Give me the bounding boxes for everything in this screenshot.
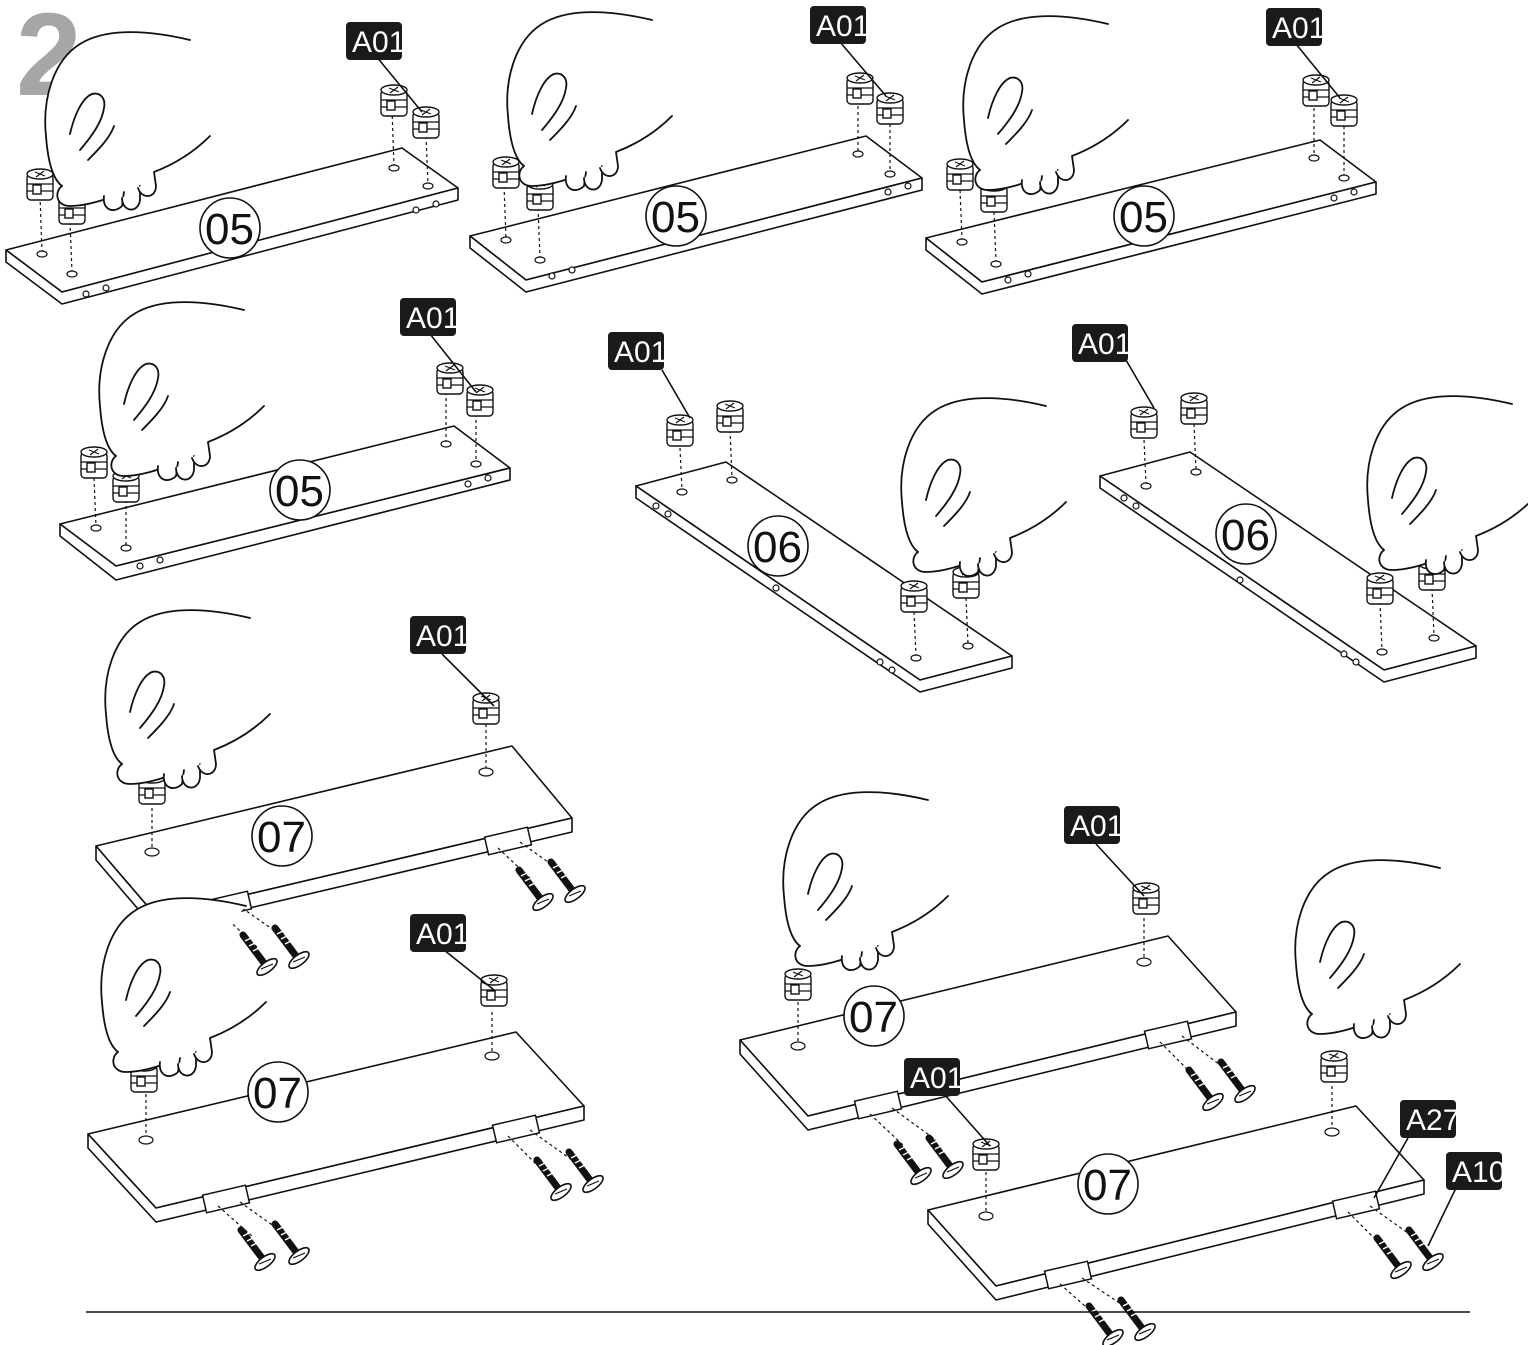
part-label-07: 07: [849, 993, 898, 1042]
tag-a01: A01: [910, 1062, 963, 1095]
cam-lock-fitting: [900, 580, 928, 613]
tag-a01: A01: [406, 302, 459, 335]
cam-lock-fitting: [666, 414, 694, 447]
hand-icon: [1294, 859, 1461, 1039]
screw-icon: [897, 1144, 934, 1187]
screw-icon: [241, 1230, 278, 1273]
cam-lock-fitting: [26, 168, 54, 201]
cam-lock-fitting: [1180, 392, 1208, 425]
panel-06-view-2: A01 06: [1072, 324, 1528, 683]
screw-icon: [569, 1152, 606, 1195]
hand-icon: [100, 897, 267, 1077]
hand-icon: [98, 301, 265, 481]
tag-a01: A01: [416, 620, 469, 653]
panel-07-view-4: A01 A27 A10 07: [904, 859, 1505, 1345]
cam-lock-fitting: [1130, 406, 1158, 439]
cam-lock-fitting: [466, 384, 494, 417]
screw-icon: [243, 935, 280, 978]
panel-05-view-4: A01 05: [59, 298, 511, 581]
cam-lock-fitting: [436, 362, 464, 395]
screw-icon: [275, 1224, 312, 1267]
tag-a01: A01: [1070, 810, 1123, 843]
panel-05-view-1: A01 05: [5, 22, 459, 305]
panel-07-view-3: A01 07: [739, 791, 1258, 1187]
cam-lock-fitting: [492, 156, 520, 189]
screw-icon: [1221, 1062, 1258, 1105]
tag-a27: A27: [1406, 1104, 1459, 1137]
tag-a01: A01: [352, 26, 405, 59]
screw-icon: [1409, 1230, 1446, 1273]
part-label-06: 06: [1221, 511, 1270, 560]
bracket: [1043, 1260, 1093, 1290]
panel-07-view-1: A01 07: [95, 609, 588, 978]
bracket: [853, 1090, 903, 1120]
part-label-07: 07: [253, 1069, 302, 1118]
hand-icon: [44, 31, 211, 211]
part-label-07: 07: [1083, 1161, 1132, 1210]
cam-lock-fitting: [716, 400, 744, 433]
cam-lock-fitting: [876, 92, 904, 125]
tag-a01: A01: [614, 336, 667, 369]
panel-07-view-2: A01 07: [87, 897, 606, 1273]
tag-a01: A01: [816, 10, 869, 43]
cam-lock-fitting: [480, 974, 508, 1007]
screw-icon: [1377, 1238, 1414, 1281]
panel-06-view-1: A01 06: [608, 332, 1067, 693]
part-label-05: 05: [205, 205, 254, 254]
cam-lock-fitting: [412, 106, 440, 139]
hand-icon: [1366, 395, 1528, 575]
screw-icon: [929, 1138, 966, 1181]
part-label-05: 05: [275, 467, 324, 516]
hand-icon: [900, 397, 1067, 577]
cam-lock-fitting: [1320, 1050, 1348, 1083]
screw-icon: [275, 928, 312, 971]
cam-lock-fitting: [784, 968, 812, 1001]
hand-icon: [962, 15, 1129, 195]
bracket: [1143, 1020, 1193, 1050]
cam-lock-fitting: [1366, 572, 1394, 605]
panel-05-view-3: A01 05: [925, 8, 1377, 295]
part-label-05: 05: [1119, 193, 1168, 242]
cam-lock-fitting: [946, 158, 974, 191]
part-label-07: 07: [257, 813, 306, 862]
screw-icon: [519, 870, 556, 913]
tag-a01: A01: [1272, 12, 1325, 45]
tag-a10: A10: [1452, 1156, 1505, 1189]
hand-icon: [782, 791, 949, 971]
tag-a01: A01: [416, 918, 469, 951]
bracket: [491, 1114, 541, 1144]
hand-icon: [104, 609, 271, 789]
cam-lock-fitting: [972, 1138, 1000, 1171]
panel-05-view-2: A01 05: [469, 6, 923, 293]
bracket: [1331, 1190, 1381, 1220]
part-label-05: 05: [651, 193, 700, 242]
bracket: [201, 1184, 251, 1214]
screw-icon: [537, 1160, 574, 1203]
part-label-06: 06: [753, 523, 802, 572]
cam-lock-fitting: [80, 446, 108, 479]
screw-icon: [1121, 1300, 1158, 1343]
tag-a01: A01: [1078, 328, 1131, 361]
bracket: [483, 826, 533, 856]
hand-icon: [506, 11, 673, 191]
screw-icon: [1189, 1070, 1226, 1113]
screw-icon: [551, 862, 588, 905]
cam-lock-fitting: [1330, 94, 1358, 127]
cam-lock-fitting: [846, 72, 874, 105]
